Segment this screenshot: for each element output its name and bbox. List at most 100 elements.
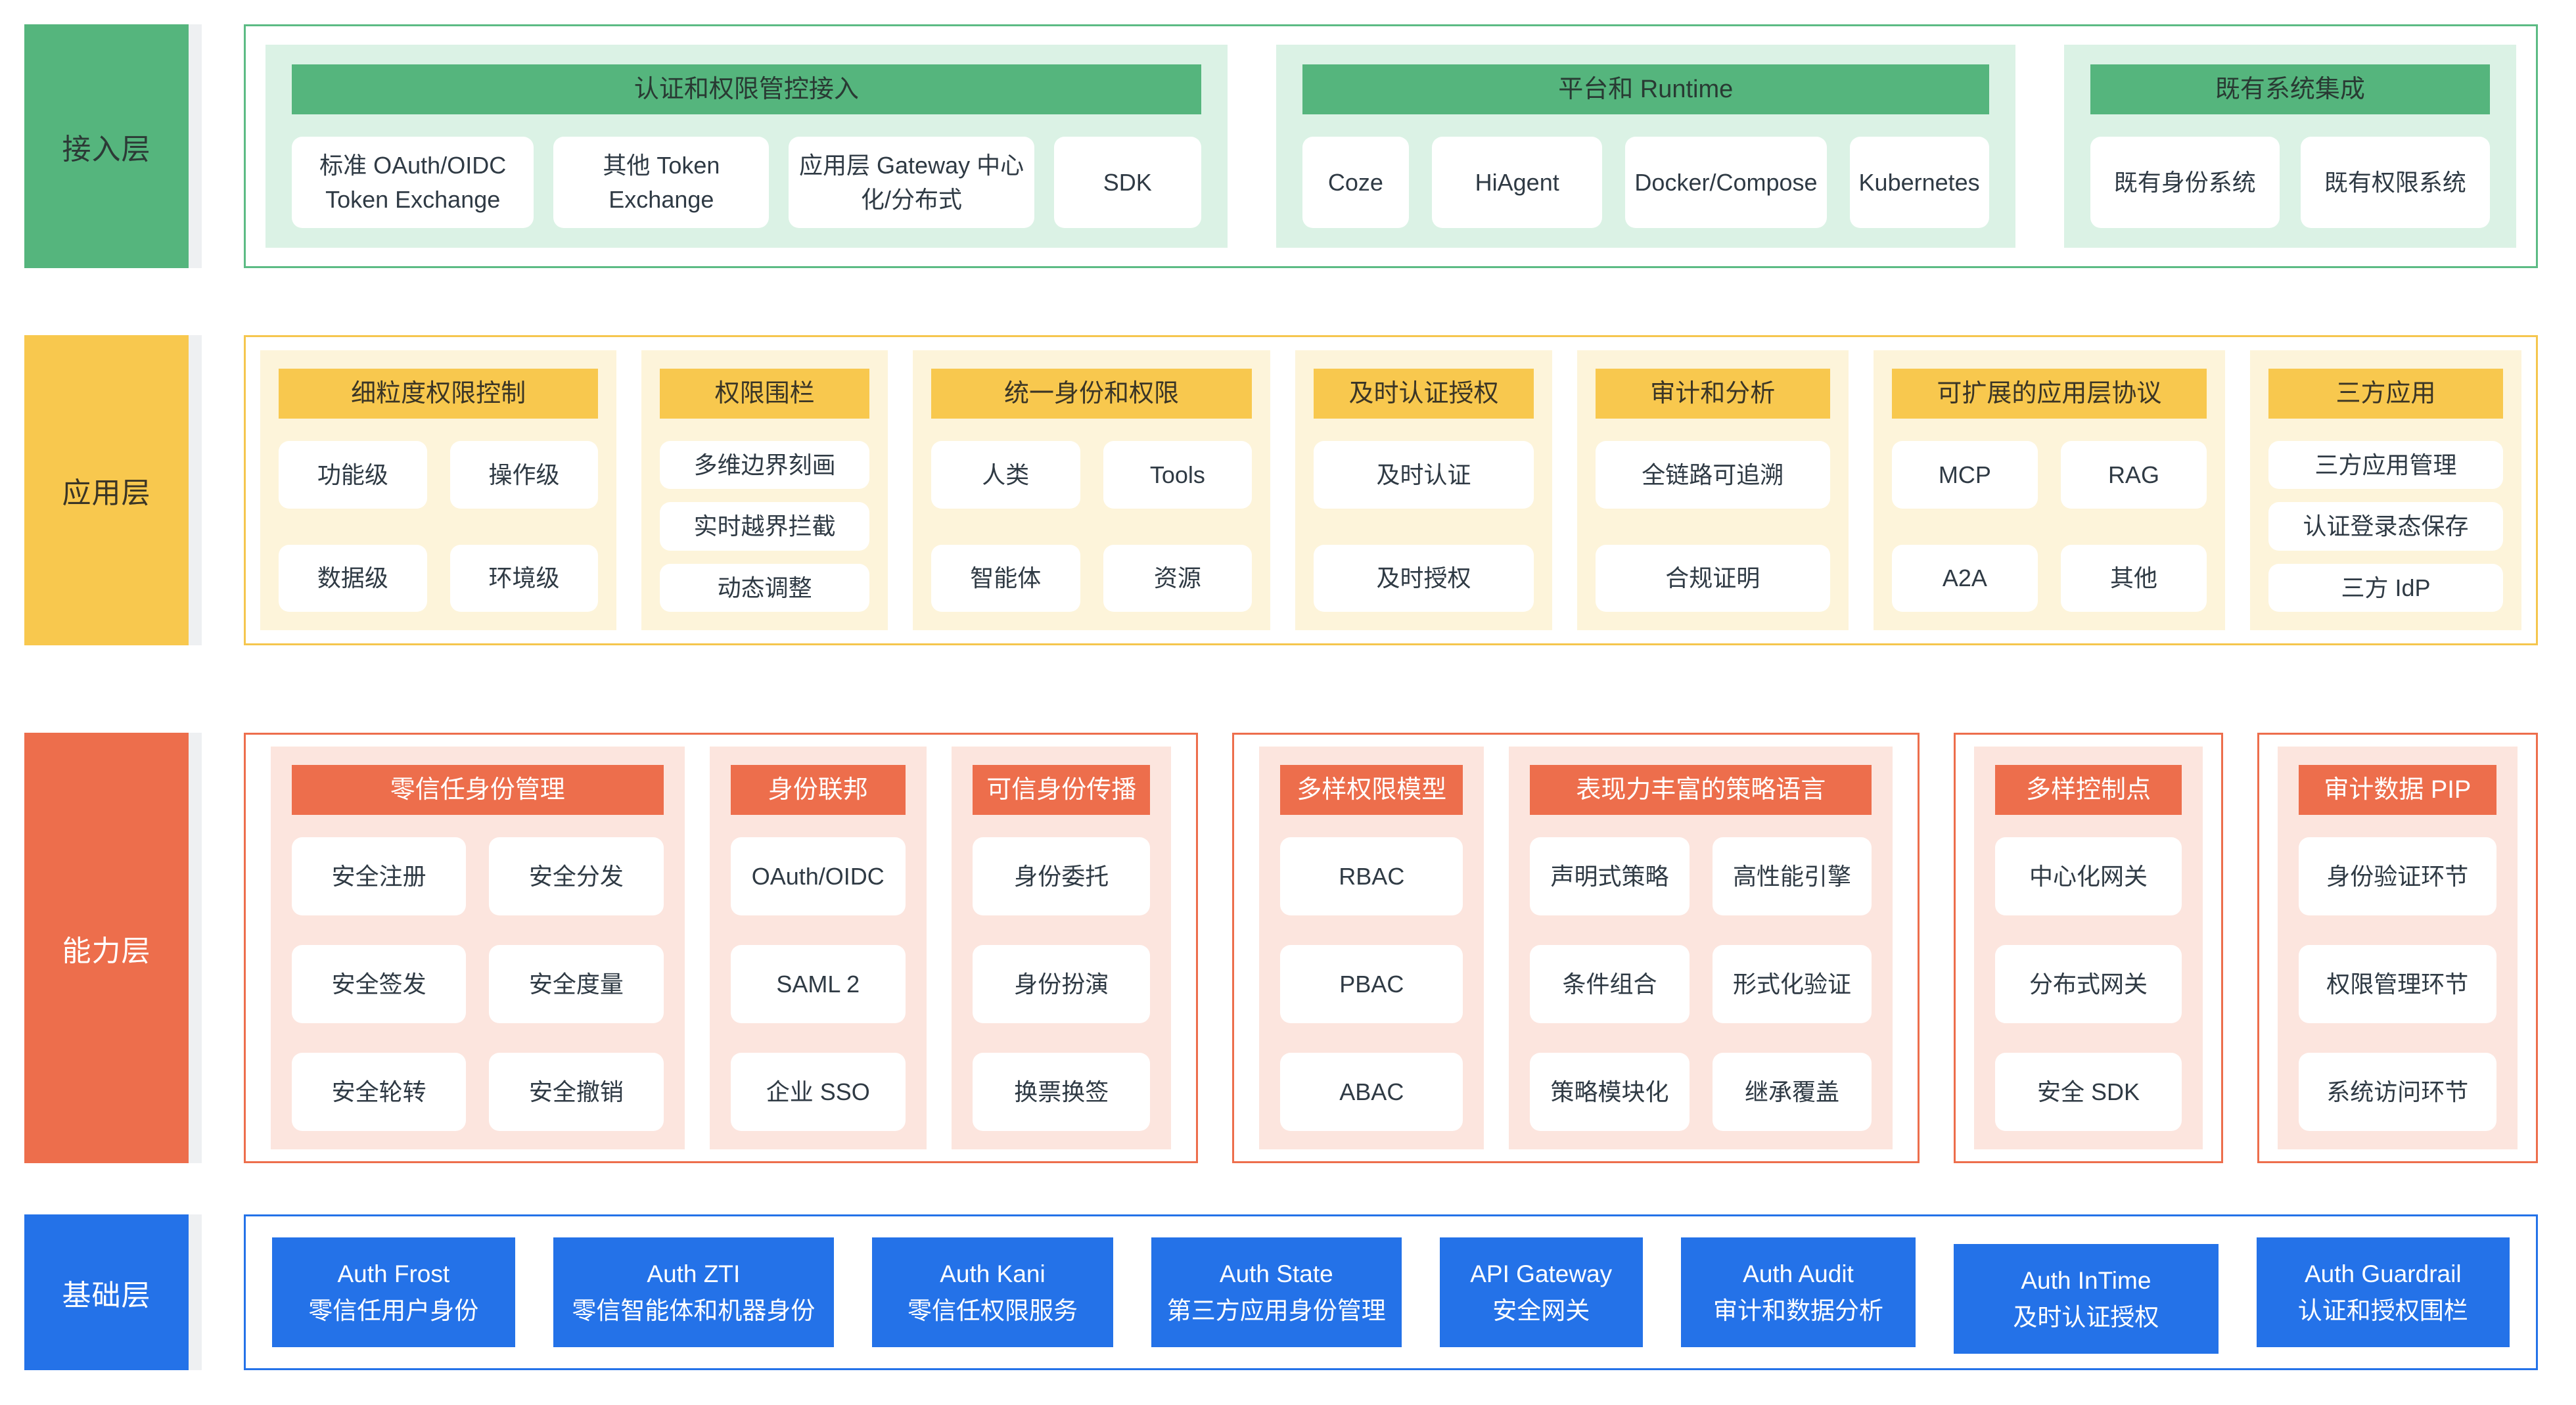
- layer-strip: [189, 335, 202, 645]
- product-desc: 零信智能体和机器身份: [572, 1297, 816, 1324]
- group-items: 及时认证 及时授权: [1314, 441, 1534, 612]
- item-box: 高性能引擎: [1712, 837, 1872, 915]
- product-desc: 及时认证授权: [2013, 1303, 2159, 1331]
- capability-layer-label: 能力层: [24, 733, 189, 1163]
- group-items: 既有身份系统 既有权限系统: [2090, 137, 2490, 228]
- capability-container-audit-pip: 审计数据 PIP 身份验证环节 权限管理环节 系统访问环节: [2257, 733, 2538, 1163]
- group-header: 审计和分析: [1595, 369, 1830, 419]
- item-box: MCP: [1891, 441, 2038, 509]
- item-box: 权限管理环节: [2298, 945, 2496, 1023]
- item-box: OAuth/OIDC: [730, 837, 906, 915]
- item-box: 全链路可追溯: [1595, 441, 1830, 509]
- product-desc: 审计和数据分析: [1713, 1297, 1883, 1324]
- product-name: Auth ZTI: [647, 1260, 741, 1287]
- item-box: 身份扮演: [972, 945, 1151, 1023]
- item-box: 安全签发: [292, 945, 467, 1023]
- product-name: API Gateway: [1470, 1260, 1613, 1287]
- group-items: 声明式策略 高性能引擎 条件组合 形式化验证 策略模块化 继承覆盖: [1530, 837, 1872, 1131]
- item-box: 数据级: [279, 544, 427, 612]
- group-audit-analysis: 审计和分析 全链路可追溯 合规证明: [1576, 350, 1849, 630]
- layer-strip: [189, 24, 202, 268]
- item-box: 及时认证: [1314, 441, 1534, 509]
- product-box-api-gateway: API Gateway 安全网关: [1439, 1237, 1643, 1347]
- group-permission-fence: 权限围栏 多维边界刻画 实时越界拦截 动态调整: [641, 350, 888, 630]
- group-fine-grained-permission: 细粒度权限控制 功能级 操作级 数据级 环境级: [260, 350, 617, 630]
- item-box: 动态调整: [660, 563, 869, 612]
- product-name: Auth InTime: [2021, 1267, 2151, 1294]
- item-box: SDK: [1053, 137, 1201, 228]
- item-box: 形式化验证: [1712, 945, 1872, 1023]
- group-header: 可信身份传播: [972, 765, 1151, 815]
- group-header: 统一身份和权限: [931, 369, 1253, 419]
- group-items: 身份委托 身份扮演 换票换签: [972, 837, 1151, 1131]
- item-box: ABAC: [1280, 1053, 1463, 1131]
- product-desc: 零信任用户身份: [308, 1297, 479, 1324]
- product-name: Auth Audit: [1743, 1260, 1854, 1287]
- group-header: 零信任身份管理: [292, 765, 664, 815]
- access-layer-row: 接入层 认证和权限管控接入 标准 OAuth/OIDC Token Exchan…: [24, 24, 2576, 268]
- item-box: HiAgent: [1431, 137, 1603, 228]
- product-box-auth-kani: Auth Kani 零信任权限服务: [872, 1237, 1113, 1347]
- group-items: 身份验证环节 权限管理环节 系统访问环节: [2298, 837, 2496, 1131]
- group-header: 可扩展的应用层协议: [1891, 369, 2207, 419]
- application-layer-container: 细粒度权限控制 功能级 操作级 数据级 环境级 权限围栏 多维边界刻画 实时越界…: [244, 335, 2538, 645]
- item-box: 换票换签: [972, 1053, 1151, 1131]
- group-trusted-identity-propagation: 可信身份传播 身份委托 身份扮演 换票换签: [951, 747, 1172, 1149]
- item-box: 系统访问环节: [2298, 1053, 2496, 1131]
- item-box: 认证登录态保存: [2268, 502, 2503, 551]
- product-box-auth-state: Auth State 第三方应用身份管理: [1151, 1237, 1402, 1347]
- layer-strip: [189, 1214, 202, 1370]
- group-items: MCP RAG A2A 其他: [1891, 441, 2207, 612]
- group-header: 多样权限模型: [1280, 765, 1463, 815]
- item-box: RBAC: [1280, 837, 1463, 915]
- item-box: 智能体: [931, 544, 1080, 612]
- item-box: 其他 Token Exchange: [553, 137, 770, 228]
- capability-container-identity: 零信任身份管理 安全注册 安全分发 安全签发 安全度量 安全轮转 安全撤销 身份…: [244, 733, 1199, 1163]
- item-box: 分布式网关: [1995, 945, 2182, 1023]
- item-box: 安全注册: [292, 837, 467, 915]
- item-box: 安全分发: [489, 837, 664, 915]
- product-box-auth-frost: Auth Frost 零信任用户身份: [272, 1237, 515, 1347]
- item-box: 操作级: [449, 441, 599, 509]
- item-box: 多维边界刻画: [660, 441, 869, 490]
- group-header: 细粒度权限控制: [279, 369, 599, 419]
- item-box: 企业 SSO: [730, 1053, 906, 1131]
- item-box: 环境级: [449, 544, 599, 612]
- item-box: Kubernetes: [1849, 137, 1989, 228]
- group-items: 人类 Tools 智能体 资源: [931, 441, 1253, 612]
- group-items: RBAC PBAC ABAC: [1280, 837, 1463, 1131]
- item-box: SAML 2: [730, 945, 906, 1023]
- group-platform-runtime: 平台和 Runtime Coze HiAgent Docker/Compose …: [1276, 45, 2015, 248]
- item-box: Coze: [1302, 137, 1409, 228]
- group-items: 标准 OAuth/OIDC Token Exchange 其他 Token Ex…: [292, 137, 1201, 228]
- group-control-points: 多样控制点 中心化网关 分布式网关 安全 SDK: [1974, 747, 2203, 1149]
- group-items: 安全注册 安全分发 安全签发 安全度量 安全轮转 安全撤销: [292, 837, 664, 1131]
- item-box: 合规证明: [1595, 544, 1830, 612]
- item-box: 既有身份系统: [2090, 137, 2280, 228]
- item-box: 实时越界拦截: [660, 502, 869, 551]
- group-items: 全链路可追溯 合规证明: [1595, 441, 1830, 612]
- item-box: Tools: [1103, 441, 1253, 509]
- group-header: 身份联邦: [730, 765, 906, 815]
- group-policy-language: 表现力丰富的策略语言 声明式策略 高性能引擎 条件组合 形式化验证 策略模块化 …: [1509, 747, 1893, 1149]
- product-desc: 第三方应用身份管理: [1166, 1297, 1386, 1324]
- group-header: 多样控制点: [1995, 765, 2182, 815]
- product-desc: 零信任权限服务: [907, 1297, 1078, 1324]
- item-box: 三方 IdP: [2268, 563, 2503, 612]
- product-name: Auth State: [1219, 1260, 1333, 1287]
- item-box: 人类: [931, 441, 1080, 509]
- group-items: 功能级 操作级 数据级 环境级: [279, 441, 599, 612]
- item-box: 中心化网关: [1995, 837, 2182, 915]
- item-box: 条件组合: [1530, 945, 1690, 1023]
- item-box: A2A: [1891, 544, 2038, 612]
- item-box: 身份验证环节: [2298, 837, 2496, 915]
- item-box: 声明式策略: [1530, 837, 1690, 915]
- product-box-auth-intime: Auth InTime 及时认证授权: [1954, 1244, 2219, 1354]
- item-box: 三方应用管理: [2268, 441, 2503, 490]
- group-header: 既有系统集成: [2090, 64, 2490, 114]
- group-existing-systems: 既有系统集成 既有身份系统 既有权限系统: [2063, 45, 2516, 248]
- item-box: 继承覆盖: [1712, 1053, 1872, 1131]
- item-box: 安全度量: [489, 945, 664, 1023]
- group-unified-identity: 统一身份和权限 人类 Tools 智能体 资源: [912, 350, 1271, 630]
